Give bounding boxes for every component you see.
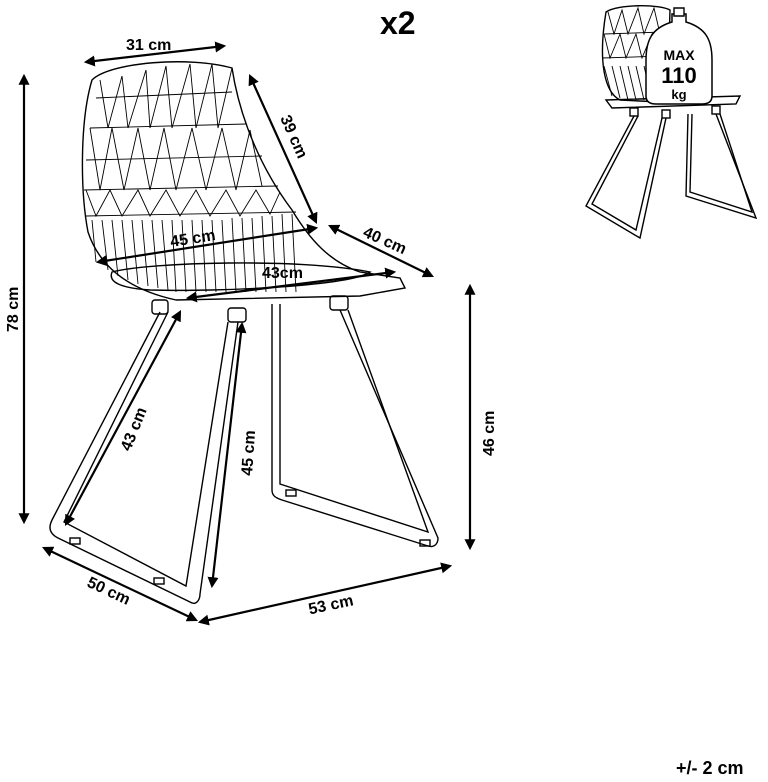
load-chair-drawing: MAX 110 kg bbox=[585, 5, 758, 240]
leg-connector bbox=[227, 307, 247, 323]
leg-connector bbox=[151, 299, 169, 315]
label-backrest-height: 39 cm bbox=[276, 113, 310, 161]
label-seat-width-front: 43cm bbox=[262, 265, 303, 282]
tolerance-note: +/- 2 cm bbox=[676, 758, 744, 778]
dimension-lines bbox=[18, 41, 476, 626]
dim-line-leg-front bbox=[64, 310, 182, 526]
backrest-lattice bbox=[83, 63, 297, 218]
label-seat-height: 46 cm bbox=[481, 411, 498, 456]
dim-line-leg-back bbox=[207, 321, 247, 589]
backrest-shell bbox=[81, 61, 407, 301]
label-seat-width-back: 45 cm bbox=[169, 227, 216, 251]
leg-connector bbox=[329, 295, 349, 311]
foot-cap bbox=[153, 577, 165, 585]
quantity-label: x2 bbox=[380, 5, 416, 41]
label-leg-back: 45 cm bbox=[239, 430, 259, 476]
max-load-value: 110 bbox=[661, 63, 697, 88]
dim-line-base-width bbox=[197, 562, 453, 626]
dim-line-seat-depth bbox=[328, 224, 434, 278]
dim-line-seat-width-back bbox=[95, 223, 319, 267]
dim-line-backrest-width bbox=[83, 41, 227, 67]
label-total-height: 78 cm bbox=[5, 287, 22, 332]
main-chair-drawing bbox=[49, 61, 439, 604]
dim-line-base-depth bbox=[42, 546, 198, 622]
dim-line-seat-width-front bbox=[185, 267, 397, 303]
max-load-unit: kg bbox=[671, 87, 686, 102]
max-load-weight-icon bbox=[645, 13, 713, 105]
foot-cap bbox=[419, 539, 431, 547]
label-backrest-width: 31 cm bbox=[126, 37, 171, 54]
seat-pad bbox=[110, 262, 372, 292]
foot-cap bbox=[69, 537, 81, 545]
foot-cap bbox=[285, 489, 297, 497]
label-leg-front: 43 cm bbox=[118, 405, 151, 453]
max-label: MAX bbox=[663, 47, 695, 63]
dim-line-backrest-height bbox=[248, 73, 318, 225]
